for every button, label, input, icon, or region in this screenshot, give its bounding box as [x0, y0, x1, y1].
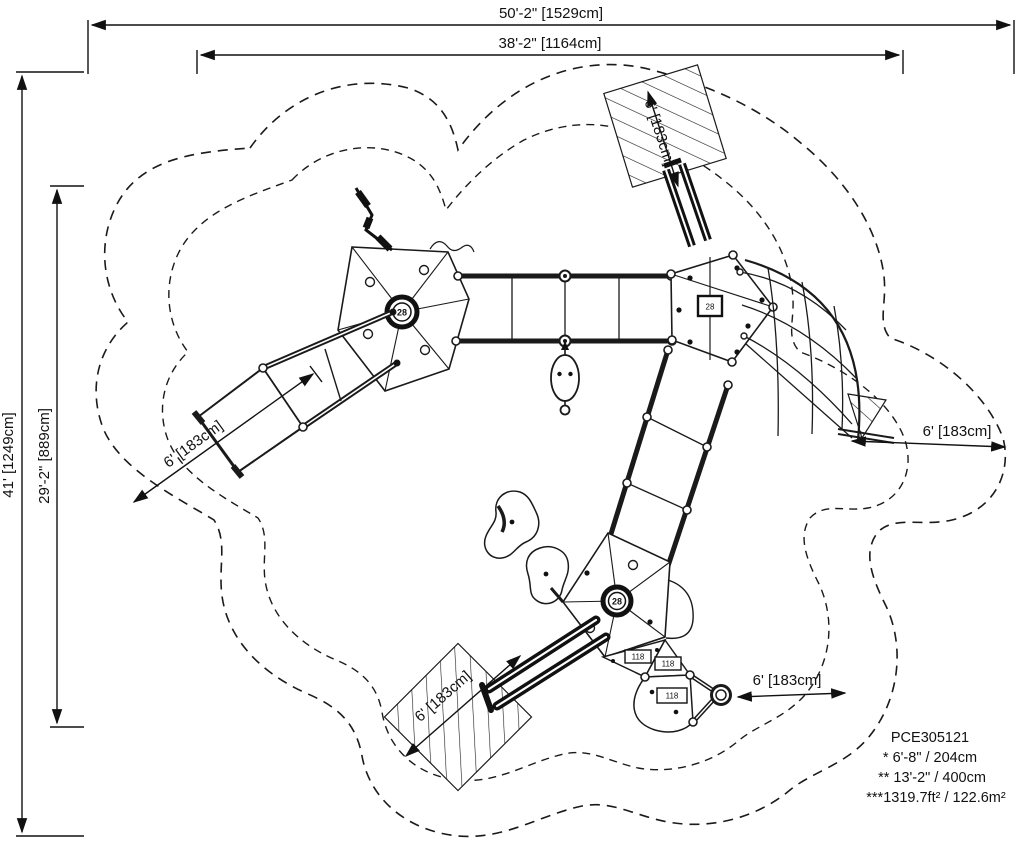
slide-top-right — [662, 157, 712, 248]
clearance-label-bottom-right: 6' [183cm] — [753, 672, 822, 689]
dimension-left-outer — [16, 71, 84, 837]
bottom-tower-hub: 28 — [600, 584, 634, 618]
inclined-ladder — [191, 308, 401, 479]
bottom-tower-deck-marker: 28 — [612, 597, 622, 607]
hanging-pod-element — [550, 341, 580, 416]
dim-label-top-outer: 50'-2" [1529cm] — [499, 5, 603, 22]
clearance-label-right: 6' [183cm] — [923, 423, 992, 440]
left-tower-deck-marker: 28 — [397, 308, 407, 318]
triangle-panel-assembly — [600, 638, 732, 733]
footnote-2: ** 13'-2" / 400cm — [878, 770, 986, 786]
outer-use-zone-boundary — [95, 63, 1007, 838]
right-tower-deck-marker: 28 — [696, 294, 724, 318]
dim-label-left-inner: 29'-2" [889cm] — [36, 408, 53, 504]
panel-label-1: 118 — [632, 653, 645, 662]
dimension-top-inner — [196, 49, 904, 74]
model-number: PCE305121 — [891, 730, 969, 746]
right-tower-deck-label: 28 — [706, 303, 715, 312]
footnote-1: * 6'-8" / 204cm — [883, 750, 977, 766]
bridge-diagonal — [603, 345, 733, 573]
left-tower-hub: 28 — [384, 294, 420, 330]
bridge-horizontal — [451, 269, 677, 348]
clearance-right: 6' [183cm] — [850, 423, 1007, 452]
flex-climber-pole — [354, 187, 393, 252]
dimension-left-inner — [50, 185, 84, 728]
dimension-top-outer — [87, 19, 1015, 74]
panel-label-2: 118 — [662, 660, 675, 669]
slide-bottom-left — [479, 615, 611, 713]
clearance-bottom-right: 6' [183cm] — [736, 672, 847, 702]
panel-id-labels: 118 118 118 — [624, 649, 688, 704]
dim-label-left-outer: 41' [1249cm] — [0, 412, 17, 497]
panel-label-3: 118 — [666, 692, 679, 701]
footnote-3: ***1319.7ft² / 122.6m² — [866, 790, 1006, 806]
pod-climber — [483, 490, 570, 605]
net-climber — [736, 258, 861, 441]
dim-label-top-inner: 38'-2" [1164cm] — [499, 35, 602, 52]
title-block: PCE305121 * 6'-8" / 204cm ** 13'-2" / 40… — [866, 730, 1006, 806]
